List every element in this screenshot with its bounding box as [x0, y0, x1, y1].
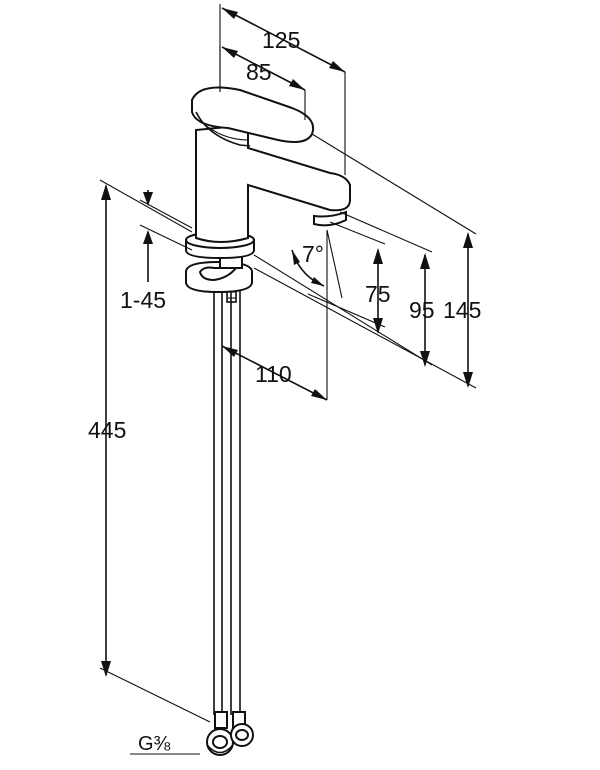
dim-145-label: 145 — [443, 297, 481, 323]
dimension-445: 445 — [88, 179, 211, 723]
faucet-spout — [195, 123, 351, 243]
dim-110-label: 110 — [255, 361, 292, 387]
dim-75-label: 75 — [365, 281, 391, 307]
dimension-145: 145 — [253, 133, 481, 389]
dim-445-label: 445 — [88, 417, 126, 443]
supply-hoses — [206, 261, 254, 756]
thread-callout: G⅜ — [130, 733, 200, 755]
dim-7-label: 7° — [302, 241, 324, 267]
dimension-95: 95 — [253, 211, 435, 367]
dim-95-label: 95 — [409, 297, 435, 323]
dimension-110: 110 — [221, 295, 328, 401]
dim-85-label: 85 — [246, 59, 272, 85]
dimension-85: 85 — [219, 45, 306, 120]
mounting-hardware — [185, 253, 253, 294]
dimension-75: 75 — [307, 221, 391, 334]
dimension-7-degree: 7° — [291, 229, 343, 299]
dim-1-45-label: 1-45 — [120, 287, 166, 313]
thread-label: G⅜ — [138, 733, 171, 755]
dimension-1-45: 1-45 — [120, 190, 193, 313]
dim-125-label: 125 — [262, 27, 300, 53]
